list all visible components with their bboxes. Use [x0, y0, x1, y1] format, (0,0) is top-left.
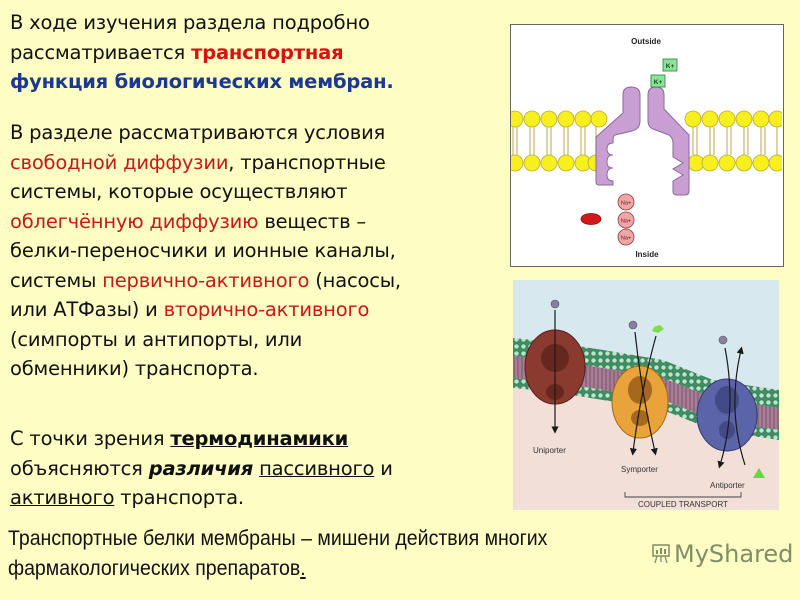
term-facilitated-diffusion: облегчённую диффузию: [10, 209, 259, 233]
conclusion-paragraph: Транспортные белки мембраны – мишени дей…: [8, 524, 547, 584]
conclusion-line-2: фармакологических препаратов.: [8, 557, 306, 580]
thermo-line-2: объясняются различия пассивного и: [10, 456, 393, 480]
highlight-transport: транспортная: [191, 40, 344, 64]
label-uniporter: Uniporter: [533, 446, 566, 455]
term-free-diffusion: свободной диффузии: [10, 150, 229, 174]
label-antiporter: Antiporter: [710, 481, 745, 490]
label-coupled-transport: COUPLED TRANSPORT: [638, 500, 728, 509]
coupled-bracket: [624, 492, 742, 498]
sodium-ions: Na+ Na+ Na+: [617, 193, 635, 246]
term-differences: различия: [148, 456, 254, 480]
thermodynamics-paragraph: С точки зрения термодинамики объясняются…: [10, 424, 393, 513]
section-line-8: (симпорты и антипорты, или: [10, 327, 303, 351]
channel-protein-right: [647, 86, 690, 196]
presentation-board-icon: [652, 544, 670, 564]
term-primary-active: первично-активного: [102, 268, 310, 292]
section-paragraph: В разделе рассматриваются условия свобод…: [10, 118, 401, 384]
section-line-7: или АТФазы) и вторично-активного: [10, 298, 370, 321]
red-particle: [580, 213, 602, 225]
label-symporter: Symporter: [621, 465, 658, 474]
watermark-text: MyShared: [674, 540, 794, 568]
intro-line-1: В ходе изучения раздела подробно: [10, 11, 370, 34]
label-outside: Outside: [631, 37, 661, 46]
lipid-heads: [506, 110, 786, 172]
transporters-illustration: Uniporter Symporter Antiporter COUPLED T…: [513, 280, 779, 510]
myshared-watermark: MyShared: [652, 540, 793, 568]
term-passive: пассивного: [259, 456, 375, 480]
section-line-2: свободной диффузии, транспортные: [10, 150, 386, 174]
ion-channel-illustration: Outside Inside: [506, 37, 786, 259]
svg-text:Na+: Na+: [621, 219, 631, 225]
svg-text:Na+: Na+: [621, 201, 631, 207]
term-thermodynamics: термодинамики: [170, 427, 349, 450]
symporter-protein: [611, 320, 669, 456]
section-line-9: обменники) транспорта.: [10, 357, 259, 380]
term-secondary-active: вторично-активного: [163, 298, 370, 321]
term-active: активного: [10, 486, 115, 509]
svg-text:K+: K+: [654, 79, 663, 86]
section-line-5: белки-переносчики и ионные каналы,: [10, 239, 396, 262]
section-line-4: облегчённую диффузию веществ –: [10, 209, 366, 233]
lipid-tails: [512, 127, 778, 155]
svg-text:K+: K+: [666, 63, 675, 70]
thermo-line-3: активного транспорта.: [10, 486, 244, 509]
transporters-diagram: Uniporter Symporter Antiporter COUPLED T…: [513, 280, 779, 510]
section-line-1: В разделе рассматриваются условия: [10, 121, 386, 144]
thermo-line-1: С точки зрения термодинамики: [10, 427, 349, 450]
label-inside: Inside: [635, 250, 659, 259]
intro-paragraph: В ходе изучения раздела подробно рассмат…: [10, 8, 394, 97]
section-line-6: системы первично-активного (насосы,: [10, 268, 401, 292]
svg-text:Na+: Na+: [621, 236, 631, 242]
channel-protein-left: [595, 86, 641, 186]
potassium-ions: K+ K+: [650, 58, 678, 88]
ion-channel-diagram: Outside Inside: [506, 24, 786, 267]
conclusion-line-1: Транспортные белки мембраны – мишени дей…: [8, 527, 548, 550]
section-line-3: системы, которые осуществляют: [10, 180, 348, 203]
highlight-membrane-function: функция биологических мембран.: [10, 70, 394, 93]
antiporter-protein: [696, 335, 765, 478]
intro-line-2: рассматривается транспортная: [10, 40, 344, 64]
uniporter-protein: [524, 299, 586, 434]
